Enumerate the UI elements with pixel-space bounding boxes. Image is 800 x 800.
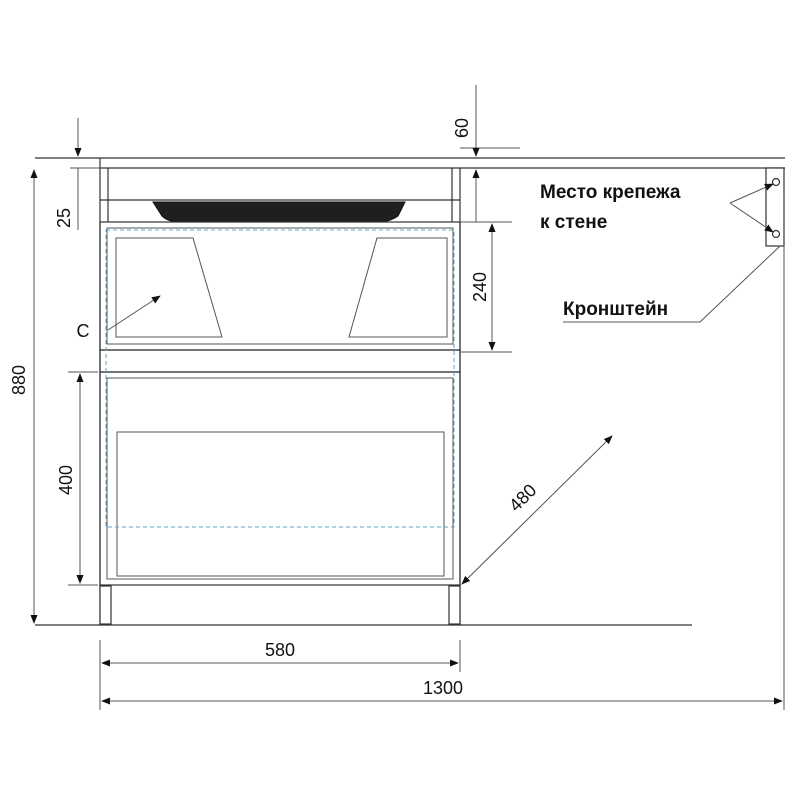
dim-drawer-bottom-label: 400 xyxy=(56,465,76,495)
callout-c-label: С xyxy=(77,321,90,341)
mount-hole-bottom xyxy=(771,229,781,239)
dim-width-cabinet xyxy=(99,640,461,710)
top-drawer xyxy=(99,221,461,373)
dim-depth-label: 480 xyxy=(505,480,540,515)
countertop xyxy=(35,157,785,169)
cabinet-legs xyxy=(99,585,461,625)
bracket-label: Кронштейн xyxy=(563,299,668,320)
sink-basin xyxy=(152,201,406,223)
top-drawer-cutout-left xyxy=(115,237,223,338)
dim-top-gap xyxy=(460,85,520,222)
bracket-leader xyxy=(563,245,781,323)
mount-label-line1: Место крепежа xyxy=(540,182,681,203)
dim-panel-label: 25 xyxy=(54,208,74,228)
top-drawer-cutout-right xyxy=(348,237,448,338)
cabinet-body xyxy=(99,168,461,625)
dim-drawer-top xyxy=(460,221,512,353)
bottom-drawer xyxy=(99,371,461,586)
mount-label-line2: к стене xyxy=(540,212,607,233)
inner-outline-dashed xyxy=(105,229,455,528)
dim-panel xyxy=(70,118,100,230)
dim-drawer-bottom xyxy=(68,371,98,586)
dim-depth xyxy=(461,435,613,585)
dim-width-total-label: 1300 xyxy=(423,678,463,698)
dim-height-total-label: 880 xyxy=(9,365,29,395)
dim-width-cabinet-label: 580 xyxy=(265,640,295,660)
dim-top-gap-label: 60 xyxy=(452,118,472,138)
dim-drawer-top-label: 240 xyxy=(470,272,490,302)
callout-c-leader xyxy=(107,295,161,331)
dim-width-total xyxy=(101,246,785,710)
mount-leader-top xyxy=(729,183,774,204)
mount-hole-top xyxy=(771,177,781,187)
mount-leader-bottom xyxy=(729,202,774,233)
wall-bracket xyxy=(765,167,785,247)
